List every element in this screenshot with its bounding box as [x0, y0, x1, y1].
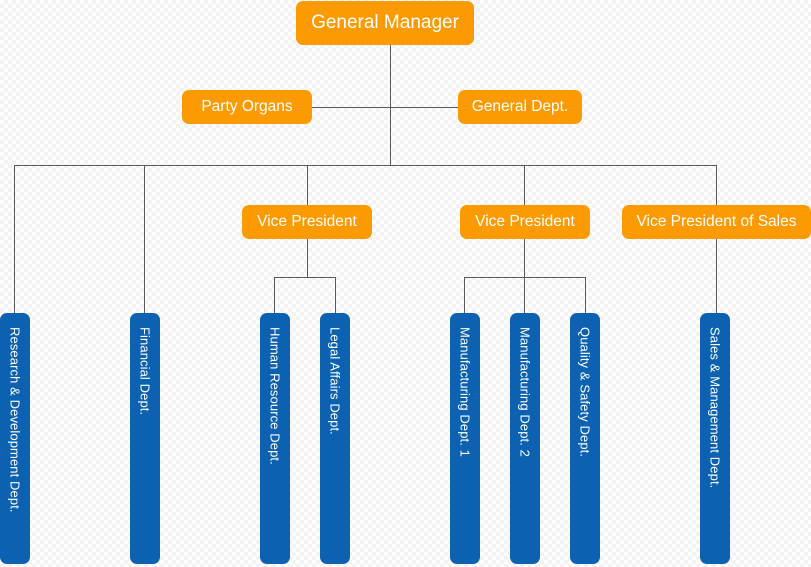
node-quality-safety-dept[interactable]: Quality & Safety Dept. [570, 313, 600, 564]
node-vice-president-1-label: Vice President [257, 213, 357, 230]
connector-vpsales-stem [716, 238, 717, 314]
node-vice-president-2-label: Vice President [475, 213, 575, 230]
node-manufacturing-dept-1[interactable]: Manufacturing Dept. 1 [450, 313, 480, 564]
node-general-dept[interactable]: General Dept. [458, 90, 582, 124]
connector-drop-manufacturing2 [524, 277, 525, 314]
connector-drop-vpsales [716, 165, 717, 207]
connector-main-bus [14, 165, 717, 166]
node-sales-management-dept-label: Sales & Management Dept. [707, 327, 723, 489]
node-human-resource-dept[interactable]: Human Resource Dept. [260, 313, 290, 564]
node-financial-dept[interactable]: Financial Dept. [130, 313, 160, 564]
node-research-development-dept-label: Research & Development Dept. [7, 327, 23, 513]
connector-drop-manufacturing1 [464, 277, 465, 314]
connector-drop-vp2 [524, 165, 525, 207]
node-legal-affairs-dept-label: Legal Affairs Dept. [327, 327, 343, 435]
node-financial-dept-label: Financial Dept. [137, 327, 153, 416]
connector-drop-vp1 [307, 165, 308, 207]
node-vice-president-2[interactable]: Vice President [460, 205, 590, 239]
connector-drop-rnd [14, 165, 15, 314]
node-party-organs[interactable]: Party Organs [182, 90, 312, 124]
connector-vp2-stem [524, 238, 525, 278]
connector-drop-quality [585, 277, 586, 314]
node-manufacturing-dept-2[interactable]: Manufacturing Dept. 2 [510, 313, 540, 564]
connector-drop-hr [274, 277, 275, 314]
node-vice-president-1[interactable]: Vice President [242, 205, 372, 239]
node-quality-safety-dept-label: Quality & Safety Dept. [577, 327, 593, 458]
node-vice-president-of-sales-label: Vice President of Sales [636, 213, 797, 230]
connector-vp1-bus [274, 277, 336, 278]
node-manufacturing-dept-1-label: Manufacturing Dept. 1 [457, 327, 473, 458]
connector-drop-legal [335, 277, 336, 314]
connector-staff-row [311, 107, 458, 108]
connector-vp1-stem [307, 238, 308, 278]
node-general-dept-label: General Dept. [471, 98, 569, 115]
node-legal-affairs-dept[interactable]: Legal Affairs Dept. [320, 313, 350, 564]
node-general-manager-label: General Manager [311, 12, 459, 33]
node-vice-president-of-sales[interactable]: Vice President of Sales [622, 205, 811, 239]
node-party-organs-label: Party Organs [201, 98, 293, 115]
node-general-manager[interactable]: General Manager [296, 1, 474, 45]
node-human-resource-dept-label: Human Resource Dept. [267, 327, 283, 465]
node-sales-management-dept[interactable]: Sales & Management Dept. [700, 313, 730, 564]
connector-gm-spine [390, 45, 391, 166]
node-manufacturing-dept-2-label: Manufacturing Dept. 2 [517, 327, 533, 458]
node-research-development-dept[interactable]: Research & Development Dept. [0, 313, 30, 564]
connector-drop-financial [144, 165, 145, 314]
